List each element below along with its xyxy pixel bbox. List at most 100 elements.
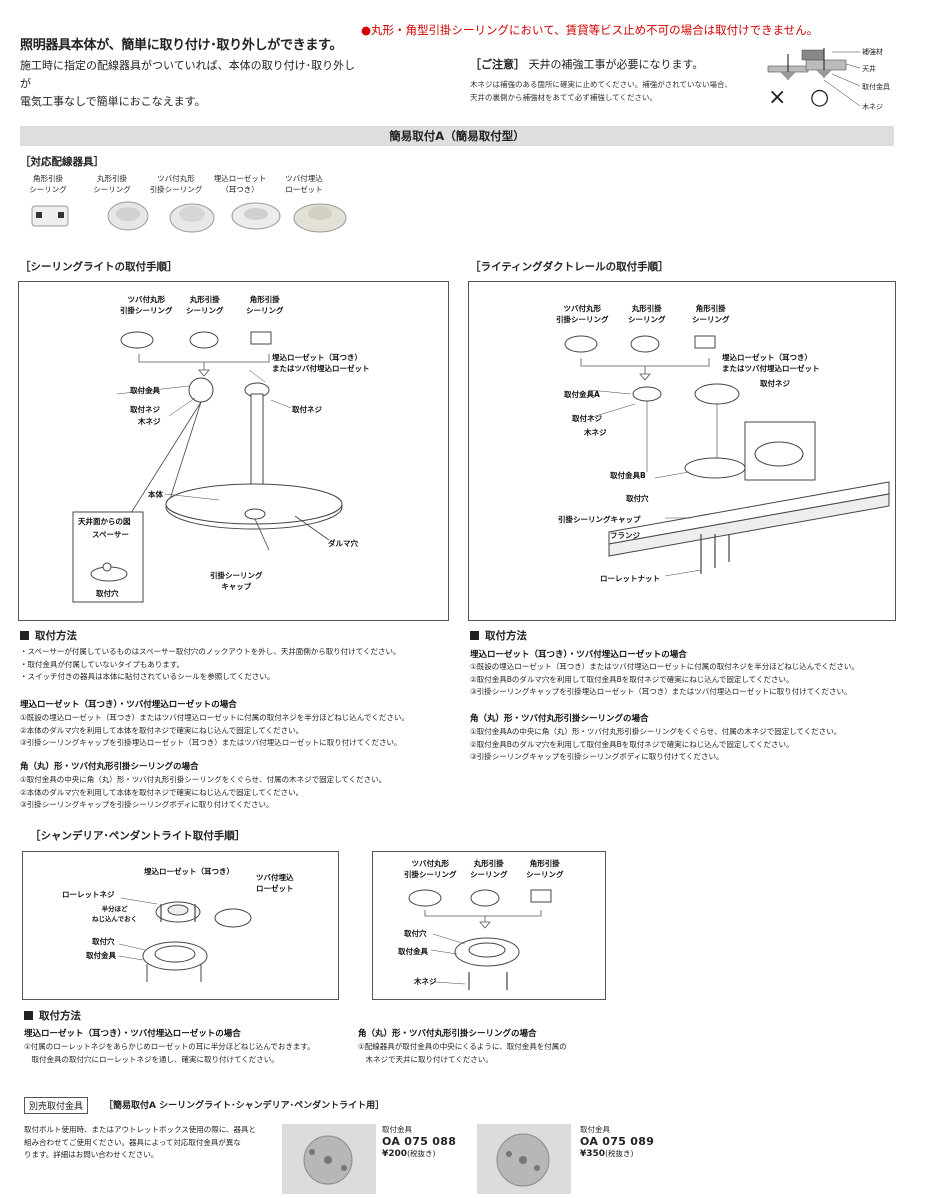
notice-text: 木ネジは補強のある箇所に確実に止めてください。補強がされていない場合、 天井の裏… (470, 78, 760, 104)
price-088-yen: ¥200 (382, 1149, 408, 1159)
price-089-yen: ¥350 (580, 1149, 606, 1159)
method-right-heading-text: 取付方法 (485, 630, 527, 642)
method-left-sec2-2: ②本体のダルマ穴を利用して本体を取付ネジで確実にねじ込んで固定してください。 (20, 787, 304, 797)
device-label-maru: 丸形引掛シーリング (82, 173, 142, 195)
ceiling-label-mokuneji: 木ネジ (138, 417, 161, 426)
duct-label-mokuneji: 木ネジ (584, 428, 607, 437)
chandelier-right-label-tsuba: ツバ付丸形引掛シーリング (404, 858, 457, 880)
square-bullet-icon (20, 631, 29, 640)
chandelier-label-half-2: ねじ込んでおく (92, 915, 138, 923)
ceiling-label-kaku: 角形引掛シーリング (246, 294, 284, 316)
sold-separately-caption: ［簡易取付A シーリングライト･シャンデリア･ペンダントライト用］ (104, 1101, 385, 1111)
notice-line-1: 木ネジは補強のある箇所に確実に止めてください。補強がされていない場合、 (470, 80, 733, 89)
device-umekomi-l2: （耳つき） (221, 185, 259, 194)
tsuba-umekomi-device-icon (293, 203, 347, 233)
ceiling-label-cap-1: 引掛シーリング (210, 571, 263, 580)
ceiling-label-hontai: 本体 (148, 490, 163, 499)
duct-label-neji: 取付ネジ (760, 379, 790, 388)
section-band-title: 簡易取付A（簡易取付型） (20, 126, 894, 146)
price-088-code: OA 075 088 (382, 1135, 457, 1148)
chandelier-label-tsuba: ツバ付埋込ローゼット (256, 872, 294, 894)
price-088: 取付金具 OA 075 088 ¥200(税抜き) (382, 1124, 456, 1160)
duct-label-kaku: 角形引掛シーリング (692, 303, 730, 325)
method-right-sec2: ①取付金具Aの中央に角（丸）形・ツバ付丸形引掛シーリングをくぐらせ、付属の木ネジ… (470, 726, 841, 764)
price-089: 取付金具 OA 075 089 ¥350(税抜き) (580, 1124, 654, 1160)
method-bottom-right-1: ①配線器具が取付金具の中央にくるように、取付金具を付属の (358, 1042, 567, 1051)
ceiling-panel (18, 281, 449, 621)
method-left-notes: ・スペーサーが付属しているものはスペーサー取付穴のノックアウトを外し、天井面側か… (20, 646, 401, 684)
label-toritsuke-kanagu: 取付金具 (862, 83, 890, 91)
ceiling-label-toritsukeana: 取付穴 (96, 589, 119, 598)
method-right-sec1-2: ②取付金具Bのダルマ穴を利用して取付金具Bを取付ネジで確実にねじ込んで固定してく… (470, 674, 794, 684)
square-bullet-icon (470, 631, 479, 640)
device-kaku-l2: シーリング (29, 185, 67, 194)
chandelier-label-half-1: 半分ほど (101, 905, 128, 913)
chandelier-label-tsuba-2: ローゼット (256, 884, 294, 893)
duct-label-tsuba-2: 引掛シーリング (556, 315, 609, 324)
method-bottom-left-2: 取付金具の取付穴にローレットネジを通し、確実に取り付けてください。 (24, 1054, 279, 1064)
kaku-device-icon (31, 205, 69, 227)
price-089-code: OA 075 089 (580, 1135, 655, 1148)
method-left-sec1-title: 埋込ローゼット（耳つき）・ツバ付埋込ローゼットの場合 (20, 700, 237, 710)
duct-label-cap: 引掛シーリングキャップ (558, 515, 641, 524)
duct-heading: ［ライティングダクトレールの取付手順］ (470, 261, 669, 273)
duct-label-umekomi-1: 埋込ローゼット（耳つき） (722, 353, 812, 362)
method-left-heading: 取付方法 (20, 628, 77, 643)
ceiling-label-umekomi-2: またはツバ付埋込ローゼット (272, 364, 370, 373)
chandelier-panel-right (372, 851, 606, 1000)
chandelier-label-tsuba-1: ツバ付埋込 (256, 873, 294, 882)
duct-label-kanagu-b: 取付金具B (610, 471, 646, 480)
notice-line-2: 天井の裏側から補強材をあてて必ず補強してください。 (470, 93, 657, 102)
ng-mark: × (768, 85, 786, 110)
device-label-kaku: 角形引掛シーリング (18, 173, 78, 195)
duct-label-kaku-1: 角形引掛 (695, 304, 726, 313)
device-tsuba-umekomi-l1: ツバ付埋込 (285, 174, 323, 183)
ceiling-label-kanagu: 取付金具 (130, 386, 160, 395)
method-right-sec1-1: ①既設の埋込ローゼット（耳つき）またはツバ付埋込ローゼットに付属の取付ネジを半分… (470, 662, 859, 671)
chandelier-right-tsuba-1: ツバ付丸形 (411, 859, 450, 868)
intro-line-1: 施工時に指定の配線器具がついていれば、本体の取り付け･取り外しが (20, 59, 356, 90)
method-left-heading-text: 取付方法 (35, 630, 77, 642)
duct-label-neji-2: 取付ネジ (572, 414, 602, 423)
chandelier-label-umekomi: 埋込ローゼット（耳つき） (144, 867, 234, 876)
intro-line-2: 電気工事なしで簡単におこなえます。 (20, 95, 206, 108)
duct-label-umekomi-2: またはツバ付埋込ローゼット (722, 364, 820, 373)
ceiling-label-maru-2: シーリング (186, 306, 224, 315)
method-bottom-heading-text: 取付方法 (39, 1010, 81, 1022)
ceiling-label-cap-2: キャップ (221, 582, 252, 591)
method-right-sec1-title: 埋込ローゼット（耳つき）・ツバ付埋込ローゼットの場合 (470, 650, 687, 660)
method-bottom-left-text: ①付属のローレットネジをあらかじめローゼットの耳に半分ほどねじ込んでおきます。 … (24, 1041, 315, 1066)
method-left-sec1-2: ②本体のダルマ穴を利用して本体を取付ネジで確実にねじ込んで固定してください。 (20, 725, 304, 735)
bracket-088-icon (303, 1135, 353, 1185)
chandelier-right-kaku-1: 角形引掛 (529, 859, 560, 868)
method-right-sec2-1: ①取付金具Aの中央に角（丸）形・ツバ付丸形引掛シーリングをくぐらせ、付属の木ネジ… (470, 727, 842, 736)
method-left-sec1-1: ①既設の埋込ローゼット（耳つき）またはツバ付埋込ローゼットに付属の取付ネジを半分… (20, 713, 409, 722)
ceiling-label-cap: 引掛シーリングキャップ (210, 570, 263, 592)
label-hokyozai: 補強材 (862, 48, 883, 56)
duct-label-tsuba: ツバ付丸形引掛シーリング (556, 303, 609, 325)
ceiling-label-tsuba: ツバ付丸形引掛シーリング (120, 294, 173, 316)
price-088-label: 取付金具 (382, 1125, 412, 1134)
price-088-tax: (税抜き) (407, 1149, 436, 1158)
duct-label-maru: 丸形引掛シーリング (628, 303, 666, 325)
method-left-sec2-1: ①取付金具の中央に角（丸）形・ツバ付丸形引掛シーリングをくぐらせ、付属の木ネジで… (20, 775, 387, 784)
duct-label-umekomi: 埋込ローゼット（耳つき） またはツバ付埋込ローゼット (722, 352, 820, 374)
chandelier-label-kanagu: 取付金具 (86, 951, 116, 960)
duct-label-nut: ローレットナット (600, 574, 660, 583)
intro-title: 照明器具本体が、簡単に取り付け･取り外しができます。 (20, 38, 343, 53)
ceiling-label-neji: 取付ネジ (130, 405, 160, 414)
umekomi-device-icon (231, 202, 281, 230)
devices-heading: ［対応配線器具］ (20, 156, 104, 168)
label-mokuneji: 木ネジ (862, 103, 883, 111)
device-kaku-l1: 角形引掛 (33, 174, 63, 183)
ceiling-label-umekomi: 埋込ローゼット（耳つき）またはツバ付埋込ローゼット (272, 352, 370, 374)
method-right-sec1: ①既設の埋込ローゼット（耳つき）またはツバ付埋込ローゼットに付属の取付ネジを半分… (470, 661, 859, 699)
method-left-sec2-3: ③引掛シーリングキャップを引掛シーリングボディに取り付けてください。 (20, 800, 274, 810)
chandelier-label-nut: ローレットネジ (62, 890, 115, 899)
duct-label-kanagu-a: 取付金具A (564, 390, 600, 399)
ceiling-diagram (72, 331, 343, 603)
device-label-tsuba-umekomi: ツバ付埋込ローゼット (274, 173, 334, 195)
method-bottom-right-title: 角（丸）形・ツバ付丸形引掛シーリングの場合 (358, 1029, 537, 1039)
ceiling-inset-title: 天井面からの図 (78, 517, 131, 526)
bracket-089-icon (496, 1133, 550, 1187)
